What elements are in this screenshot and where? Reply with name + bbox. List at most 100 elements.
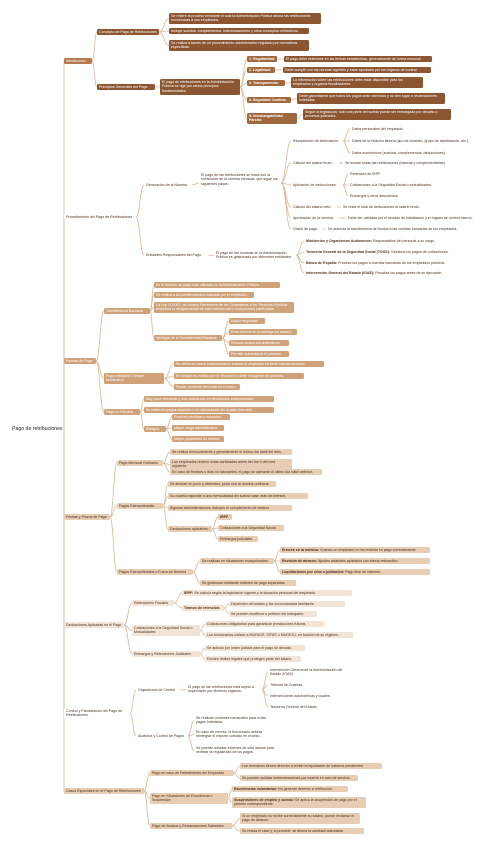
node-excedencia[interactable]: Pago en Situaciones de Excedencia o Susp… bbox=[150, 793, 228, 804]
leaf-excedencia-1[interactable]: Excedencias voluntarias: No generan dere… bbox=[232, 786, 348, 793]
principio-label-1[interactable]: 1. Regularidad: bbox=[247, 56, 277, 63]
branch-deducciones[interactable]: Deducciones Aplicadas en el Pago bbox=[64, 622, 124, 629]
principios-desc[interactable]: El pago de retribuciones en la Administr… bbox=[160, 79, 240, 95]
branch-procedimiento[interactable]: Procedimiento del Pago de Retribuciones bbox=[64, 214, 136, 221]
leaf-riesgos-2[interactable]: Mayor carga administrativa. bbox=[172, 425, 224, 432]
leaf-entidades-3[interactable]: Banco de España: Procesa los pagos a cue… bbox=[304, 260, 484, 267]
leaf-entidades-2[interactable]: Tesorería General de la Seguridad Social… bbox=[304, 249, 484, 256]
principio-text-2[interactable]: Debe cumplir con las normas vigentes y e… bbox=[283, 67, 431, 74]
node-retenciones[interactable]: Retenciones Fiscales bbox=[132, 600, 174, 607]
principio-text-4[interactable]: Debe garantizarse que todos los pagos se… bbox=[297, 93, 445, 104]
leaf-irpf[interactable]: IRPF: Se calcula según la legislación vi… bbox=[182, 590, 352, 597]
node-cheque[interactable]: Pago mediante Cheque Nominativo bbox=[104, 373, 164, 384]
branch-introduccion[interactable]: Introducción bbox=[64, 58, 92, 65]
principio-text-5[interactable]: Según la legislación, solo una parte del… bbox=[303, 109, 451, 120]
leaf-embargos-1[interactable]: Se aplican por orden judicial para el pa… bbox=[205, 645, 305, 652]
node-atrasos[interactable]: Pago de Atrasos y Reclamaciones Salarial… bbox=[150, 823, 232, 830]
leaf-concepto-3[interactable]: Se realiza a través de un procedimiento … bbox=[169, 40, 309, 51]
leaf-entidades-4[interactable]: Intervención General del Estado (IGAE): … bbox=[304, 270, 474, 277]
leaf-auditoria-2[interactable]: En caso de errores, el funcionario deber… bbox=[194, 729, 276, 740]
leaf-orden[interactable]: Se autoriza la transferencia de fondos a… bbox=[326, 226, 466, 233]
node-fuera[interactable]: Pagos Extraordinarios o Fuera de Nómina bbox=[117, 569, 193, 576]
leaf-fuera-extra[interactable]: Se gestionan mediante órdenes de pago se… bbox=[200, 580, 296, 587]
node-embargos[interactable]: Embargos y Retenciones Judiciales bbox=[132, 651, 200, 658]
leaf-ded-aplicables-1[interactable]: IRPF. bbox=[218, 514, 232, 521]
node-tramos[interactable]: Tramos de retención: bbox=[182, 605, 224, 612]
leaf-transferencia-3[interactable]: La Ley 11/2007, de Acceso Electrónico de… bbox=[154, 302, 294, 313]
leaf-fuera-2[interactable]: Revisión de atrasos: Ajustes salariales … bbox=[280, 558, 430, 565]
branch-formas[interactable]: Formas de Pago bbox=[64, 358, 96, 365]
leaf-organismos-3[interactable]: Intervenciones autonómicas y locales. bbox=[268, 693, 334, 700]
organismos-desc[interactable]: El pago de las retribuciones está sujeto… bbox=[186, 684, 262, 695]
branch-fechas[interactable]: Fechas y Plazos de Pago bbox=[64, 514, 110, 521]
leaf-deducciones-3[interactable]: Embargos y otros descuentos. bbox=[348, 193, 408, 200]
leaf-mensual-3[interactable]: En caso de festivos o días no laborables… bbox=[170, 469, 322, 476]
node-auditoria[interactable]: Auditoría y Control de Pagos bbox=[136, 733, 188, 740]
principio-label-4[interactable]: 4. Seguridad Jurídica: bbox=[247, 97, 291, 104]
leaf-auditoria-1[interactable]: Se realizan controles mensuales para evi… bbox=[194, 715, 274, 726]
leaf-excedencia-2[interactable]: Suspensiones de empleo y sueldo: Se apli… bbox=[232, 797, 366, 808]
node-extras[interactable]: Pagas Extraordinarias bbox=[117, 503, 163, 510]
leaf-ventajas-3[interactable]: Reduce costes administrativos. bbox=[229, 340, 289, 347]
node-ventajas[interactable]: Ventajas de la Transferencia Bancaria bbox=[154, 335, 222, 342]
node-recopilacion[interactable]: Recopilación de información: bbox=[291, 138, 343, 145]
leaf-fuera-1[interactable]: Errores en la nómina: Cuando un empleado… bbox=[280, 547, 430, 554]
leaf-entidades-1[interactable]: Ministerios y Organismos Autónomos: Resp… bbox=[304, 238, 474, 245]
principio-label-3[interactable]: 3. Transparencia: bbox=[247, 80, 285, 87]
leaf-riesgos-3[interactable]: Mayor posibilidad de errores. bbox=[172, 436, 224, 443]
entidades-desc[interactable]: El pago de las nóminas en la Administrac… bbox=[214, 250, 296, 261]
leaf-calculo-neto[interactable]: Se resta el total de deducciones al sala… bbox=[341, 204, 441, 211]
leaf-extras-1[interactable]: Se abonan en junio y diciembre, junto co… bbox=[168, 481, 276, 488]
leaf-recopilacion-2[interactable]: Datos de la relación laboral (tipo de co… bbox=[350, 138, 475, 145]
leaf-concepto-1[interactable]: Se refiere al proceso mediante el cual l… bbox=[169, 13, 321, 24]
leaf-organismos-1[interactable]: Intervención General de la Administració… bbox=[268, 667, 350, 678]
node-fallecimiento[interactable]: Pago en caso de Fallecimiento del Emplea… bbox=[150, 770, 234, 777]
leaf-fallecimiento-1[interactable]: Los herederos tienen derecho a recibir l… bbox=[240, 763, 382, 770]
leaf-mensual-2[interactable]: Los empleados reciben estas cantidades a… bbox=[170, 459, 292, 470]
leaf-transferencia-2[interactable]: Se realiza a la cuenta bancaria indicada… bbox=[154, 292, 254, 299]
node-organismos[interactable]: Organismos de Control bbox=[136, 687, 180, 694]
leaf-ded-aplicables-2[interactable]: Cotizaciones a la Seguridad Social. bbox=[218, 525, 284, 532]
fuera-desc[interactable]: Se realizan en situaciones excepcionales… bbox=[200, 558, 274, 565]
node-calculo-neto[interactable]: Cálculo del salario neto: bbox=[291, 204, 337, 211]
leaf-ded-aplicables-3[interactable]: Embargos judiciales. bbox=[218, 536, 258, 543]
leaf-extras-3[interactable]: Algunas administraciones incluyen el com… bbox=[168, 505, 292, 512]
principio-label-2[interactable]: 2. Legalidad: bbox=[247, 67, 275, 74]
leaf-atrasos-1[interactable]: Si un empleado no recibe correctamente s… bbox=[240, 813, 360, 824]
node-entidades[interactable]: Entidades Responsables del Pago bbox=[144, 252, 208, 259]
leaf-aprobacion[interactable]: Debe ser validada por el servicio de hab… bbox=[346, 215, 481, 222]
leaf-embargos-2[interactable]: Existen límites legales que protegen par… bbox=[205, 656, 301, 663]
leaf-ventajas-1[interactable]: Mayor seguridad. bbox=[229, 318, 265, 325]
leaf-cheque-1[interactable]: Se utiliza en casos excepcionales, cuand… bbox=[174, 361, 324, 368]
node-mensual[interactable]: Pago Mensual Ordinario bbox=[117, 460, 163, 467]
leaf-extras-2[interactable]: Su cuantía equivale a una mensualidad de… bbox=[168, 493, 308, 500]
leaf-calculo-bruto[interactable]: Se suman todas las retribuciones (básica… bbox=[343, 160, 453, 167]
node-orden[interactable]: Orden de pago: bbox=[291, 226, 323, 233]
principio-text-3[interactable]: La información sobre las retribuciones d… bbox=[291, 77, 423, 88]
leaf-auditoria-3[interactable]: Se pueden solicitar informes de vida lab… bbox=[194, 745, 278, 756]
leaf-tramos-1[interactable]: Dependen del salario y las circunstancia… bbox=[229, 601, 345, 608]
leaf-atrasos-2[interactable]: Se revisa el caso y, si procede, se abon… bbox=[240, 828, 364, 835]
leaf-ventajas-2[interactable]: Evita errores en la entrega del salario. bbox=[229, 329, 297, 336]
principio-label-5[interactable]: 5. Inembargabilidad Parcial: bbox=[247, 113, 297, 124]
leaf-fuera-3[interactable]: Liquidaciones por cese o jubilación: Pag… bbox=[280, 569, 430, 576]
leaf-mensual-1[interactable]: Se realiza mensualmente y generalmente e… bbox=[170, 449, 292, 456]
leaf-tramos-2[interactable]: Se pueden modificar a petición del traba… bbox=[229, 611, 317, 618]
leaf-riesgos-1[interactable]: Posibles pérdidas o extravíos. bbox=[172, 414, 230, 421]
principio-text-1[interactable]: El pago debe realizarse en las fechas es… bbox=[284, 56, 432, 63]
node-calculo-bruto[interactable]: Cálculo del salario bruto: bbox=[291, 160, 339, 167]
node-riesgos[interactable]: Riesgos: bbox=[144, 426, 166, 433]
node-cotizaciones[interactable]: Cotizaciones a la Seguridad Social o Mut… bbox=[132, 625, 200, 636]
leaf-recopilacion-1[interactable]: Datos personales del empleado. bbox=[350, 126, 410, 133]
node-efectivo[interactable]: Pago en Efectivo bbox=[104, 409, 140, 416]
branch-casos[interactable]: Casos Especiales en el Pago de Retribuci… bbox=[64, 788, 144, 795]
leaf-fallecimiento-2[interactable]: Se pueden solicitar indemnizaciones por … bbox=[240, 775, 358, 782]
root-node[interactable]: Pago de retribuciones bbox=[12, 426, 63, 432]
node-deducciones-aplicables[interactable]: Deducciones aplicables: bbox=[168, 526, 212, 533]
node-aprobacion[interactable]: Aprobación de la nómina: bbox=[291, 215, 339, 222]
node-concepto[interactable]: Concepto de Pago de Retribuciones bbox=[97, 29, 159, 36]
generacion-desc[interactable]: El pago de las retribuciones se inicia c… bbox=[199, 172, 281, 194]
leaf-organismos-4[interactable]: Tesorería General del Estado. bbox=[268, 704, 324, 711]
leaf-efectivo-1[interactable]: Muy poco frecuente y solo autorizado en … bbox=[144, 396, 274, 403]
leaf-organismos-2[interactable]: Tribunal de Cuentas. bbox=[268, 682, 318, 689]
